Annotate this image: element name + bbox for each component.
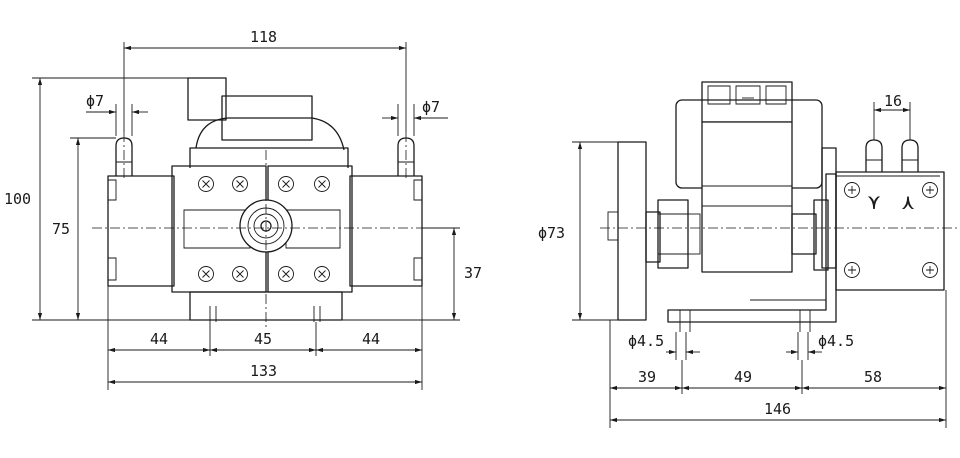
- dim-side-hole-left: ϕ4.5: [628, 332, 665, 350]
- front-view: [92, 77, 440, 330]
- right-head: [349, 175, 423, 287]
- dim-width-total: 133: [250, 362, 278, 380]
- valve-port-left: [865, 139, 883, 172]
- dim-width-top: 118: [250, 28, 278, 46]
- coil-housing: [221, 95, 313, 141]
- dim-center-height: 37: [464, 264, 483, 282]
- connector-box: [187, 77, 227, 121]
- dim-side-seg-mid: 49: [734, 368, 753, 386]
- mount-bracket: [667, 173, 837, 323]
- coil-core: [701, 121, 793, 273]
- dim-side-hole-right: ϕ4.5: [818, 332, 855, 350]
- valve-symbol-out: ⋏: [902, 190, 915, 214]
- dim-side-width-total: 146: [764, 400, 792, 418]
- front-dimensions: [32, 42, 460, 390]
- flange: [617, 141, 647, 321]
- dim-height-total: 100: [4, 190, 32, 208]
- hex-nut: [657, 199, 689, 269]
- terminal-block: [701, 81, 793, 123]
- dim-port-spacing: 16: [884, 92, 903, 110]
- left-head: [107, 175, 175, 287]
- side-view: [600, 81, 960, 332]
- dim-side-seg-left: 39: [638, 368, 657, 386]
- dim-side-seg-right: 58: [864, 368, 883, 386]
- dim-height-ports: 75: [52, 220, 71, 238]
- side-dimensions: [572, 102, 947, 428]
- dim-seg-left: 44: [150, 330, 169, 348]
- dim-seg-right: 44: [362, 330, 381, 348]
- dim-seg-mid: 45: [254, 330, 273, 348]
- dim-flange-dia: ϕ73: [538, 224, 566, 242]
- valve-symbol-in: ⋎: [868, 190, 881, 214]
- dim-hole-right: ϕ7: [422, 98, 441, 116]
- valve-port-right: [901, 139, 919, 172]
- dim-hole-left: ϕ7: [86, 92, 105, 110]
